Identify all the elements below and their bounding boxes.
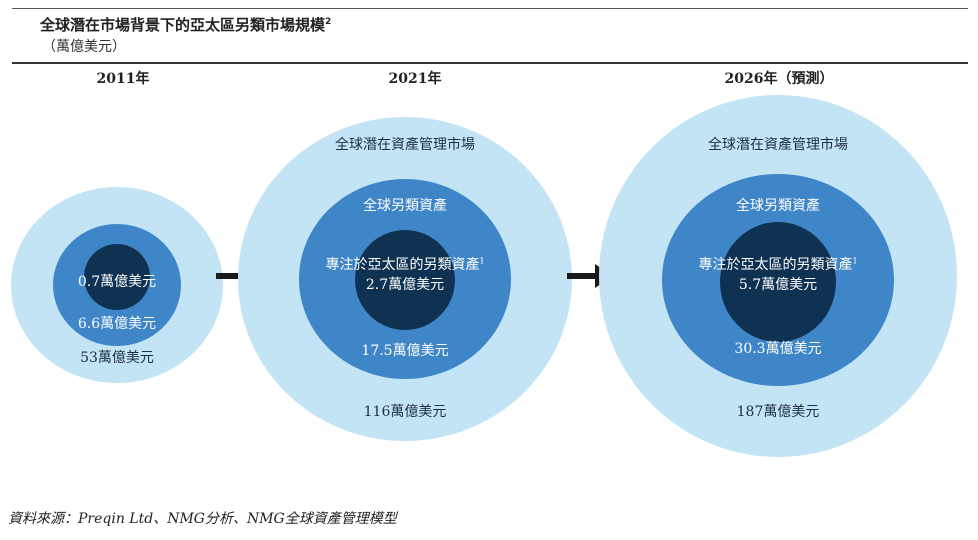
middle-label-2026: 全球另類資產 bbox=[736, 198, 820, 214]
middle-value-2026: 30.3萬億美元 bbox=[734, 341, 822, 357]
source-note: 資料來源：Preqin Ltd、NMG分析、NMG全球資產管理模型 bbox=[8, 511, 397, 527]
inner-circle-2011 bbox=[84, 244, 150, 310]
chart-title: 全球潛在市場背景下的亞太區另類市場規模2 bbox=[40, 14, 331, 35]
outer-value-2011: 53萬億美元 bbox=[80, 350, 154, 366]
outer-label-2026: 全球潛在資產管理市場 bbox=[708, 137, 848, 153]
unit-label: （萬億美元） bbox=[42, 39, 126, 55]
inner-label-2021: 專注於亞太區的另類資產1 bbox=[325, 254, 484, 274]
outer-label-2021: 全球潛在資產管理市場 bbox=[335, 137, 475, 153]
outer-value-2021: 116萬億美元 bbox=[363, 404, 447, 420]
year-2026-label: 2026年（預測） bbox=[724, 71, 834, 87]
inner-circle-2026 bbox=[720, 222, 836, 342]
inner-label-2021-text: 專注於亞太區的另類資產 bbox=[325, 257, 480, 273]
chart-title-text: 全球潛在市場背景下的亞太區另類市場規模 bbox=[40, 16, 326, 34]
inner-label-2026-text: 專注於亞太區的另類資產 bbox=[698, 257, 853, 273]
top-rule bbox=[12, 8, 968, 9]
header-rule bbox=[12, 62, 968, 64]
inner-label-2026: 專注於亞太區的另類資產1 bbox=[698, 254, 857, 274]
inner-value-2021: 2.7萬億美元 bbox=[365, 277, 445, 293]
outer-value-2026: 187萬億美元 bbox=[736, 404, 820, 420]
inner-circle-2021 bbox=[355, 230, 455, 330]
chart-title-footnote: 2 bbox=[325, 17, 332, 27]
inner-label-2021-footnote: 1 bbox=[479, 256, 485, 266]
inner-label-2026-footnote: 1 bbox=[852, 256, 858, 266]
inner-value-2011: 0.7萬億美元 bbox=[77, 274, 157, 290]
year-2021-label: 2021年 bbox=[388, 71, 442, 87]
middle-value-2011: 6.6萬億美元 bbox=[77, 316, 157, 332]
year-2011-label: 2011年 bbox=[96, 71, 150, 87]
middle-label-2021: 全球另類資產 bbox=[363, 198, 447, 214]
middle-value-2021: 17.5萬億美元 bbox=[361, 343, 449, 359]
inner-value-2026: 5.7萬億美元 bbox=[738, 277, 818, 293]
